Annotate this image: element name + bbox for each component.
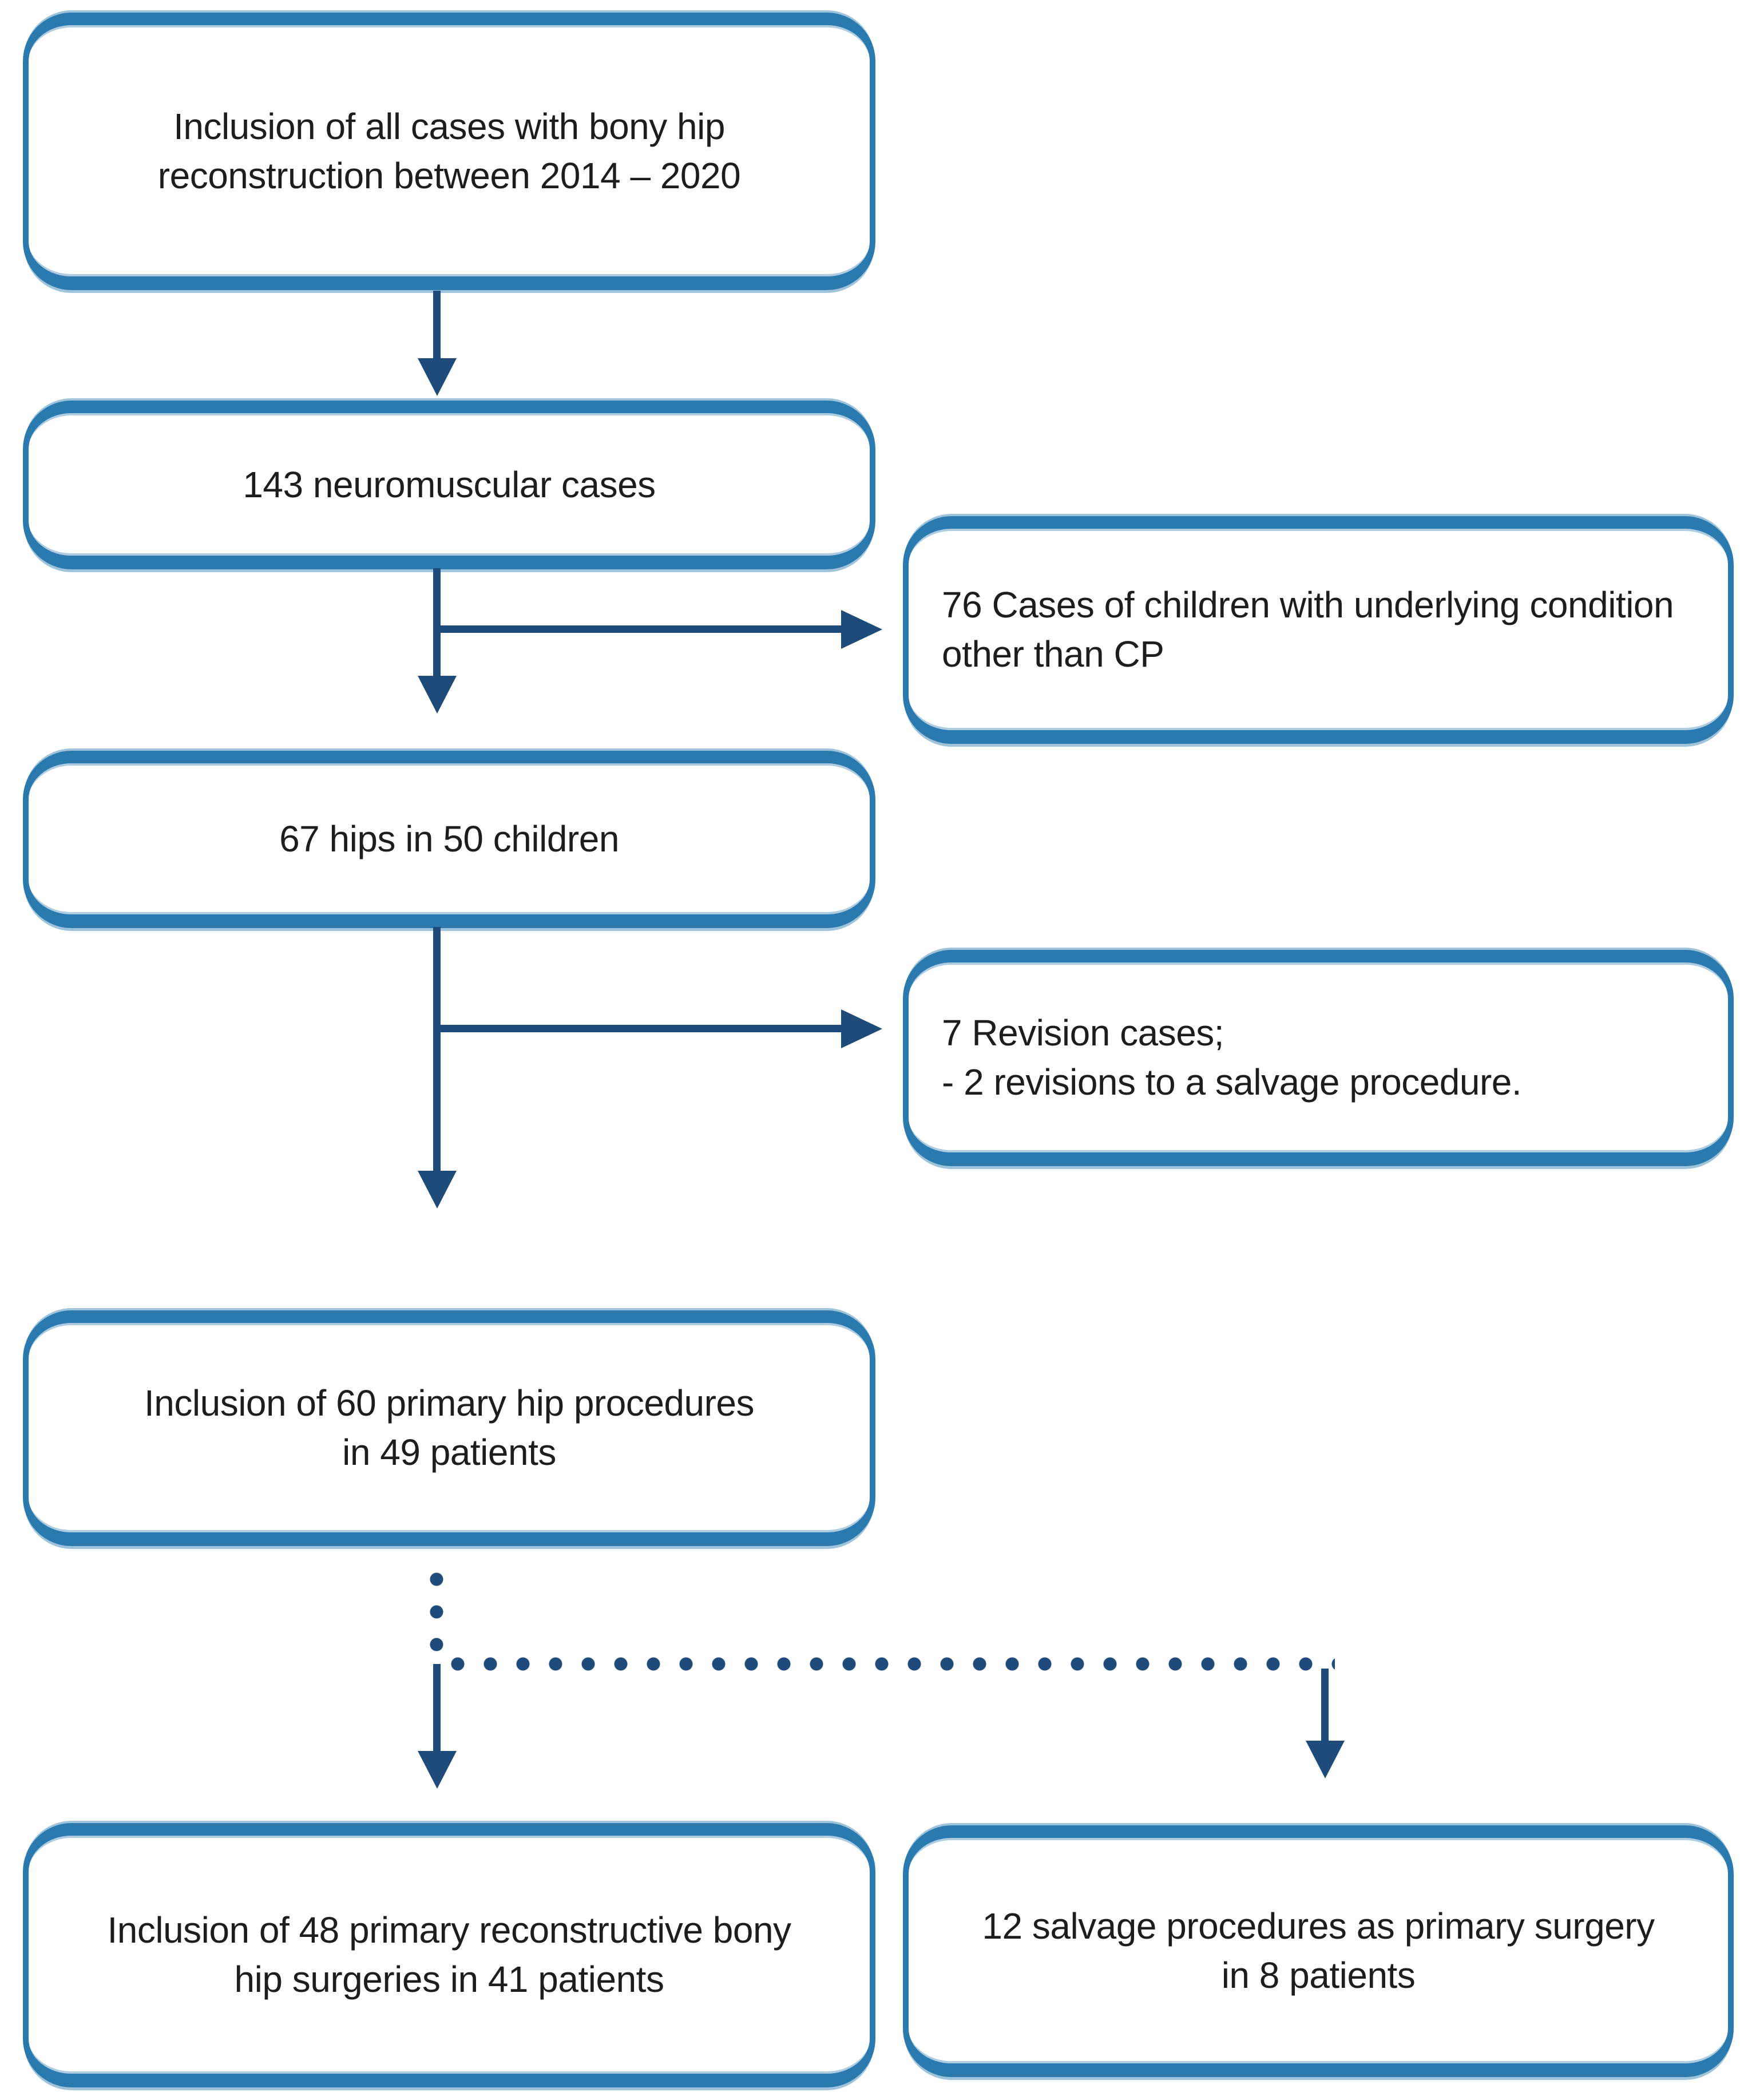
arrow-primary-to-salvage-line: [1321, 1669, 1329, 1742]
arrow-neuromuscular-to-hips-head: [418, 676, 457, 714]
arrow-hips-to-primary-line: [433, 927, 441, 1172]
box-exclusion-revision-text: 7 Revision cases; - 2 revisions to a sal…: [942, 1012, 1522, 1103]
box-primary-procedures: Inclusion of 60 primary hip procedures i…: [23, 1310, 875, 1546]
box-neuromuscular-cases-text: 143 neuromuscular cases: [243, 463, 656, 505]
box-initial-inclusion-text: Inclusion of all cases with bony hip rec…: [157, 105, 741, 196]
box-exclusion-other-condition-text: 76 Cases of children with underlying con…: [942, 584, 1674, 675]
box-hips-children: 67 hips in 50 children: [23, 751, 875, 928]
box-salvage-procedures-text: 12 salvage procedures as primary surgery…: [982, 1905, 1655, 1996]
arrow-primary-to-reconstructive-head: [418, 1751, 457, 1789]
box-neuromuscular-cases: 143 neuromuscular cases: [23, 401, 875, 569]
box-reconstructive-surgeries: Inclusion of 48 primary reconstructive b…: [23, 1823, 875, 2087]
dotted-connector-vertical: [430, 1572, 443, 1664]
branch-to-exclusion-other-condition-head: [841, 610, 882, 649]
box-reconstructive-surgeries-text: Inclusion of 48 primary reconstructive b…: [107, 1909, 791, 2000]
arrow-primary-to-reconstructive-line: [433, 1664, 441, 1752]
arrow-initial-to-neuromuscular-line: [433, 291, 441, 359]
arrow-primary-to-salvage-head: [1306, 1741, 1345, 1778]
box-primary-procedures-text: Inclusion of 60 primary hip procedures i…: [144, 1382, 755, 1473]
arrow-hips-to-primary-head: [418, 1171, 457, 1209]
branch-to-exclusion-revision-head: [841, 1009, 882, 1048]
branch-to-exclusion-revision-line: [433, 1025, 842, 1032]
box-initial-inclusion: Inclusion of all cases with bony hip rec…: [23, 13, 875, 290]
box-exclusion-revision: 7 Revision cases; - 2 revisions to a sal…: [903, 950, 1734, 1166]
box-salvage-procedures: 12 salvage procedures as primary surgery…: [903, 1825, 1734, 2077]
box-exclusion-other-condition: 76 Cases of children with underlying con…: [903, 516, 1734, 744]
arrow-neuromuscular-to-hips-line: [433, 568, 441, 677]
dotted-connector-horizontal: [451, 1657, 1335, 1671]
arrow-initial-to-neuromuscular-head: [418, 358, 457, 396]
branch-to-exclusion-other-condition-line: [433, 625, 842, 633]
box-hips-children-text: 67 hips in 50 children: [279, 818, 619, 859]
